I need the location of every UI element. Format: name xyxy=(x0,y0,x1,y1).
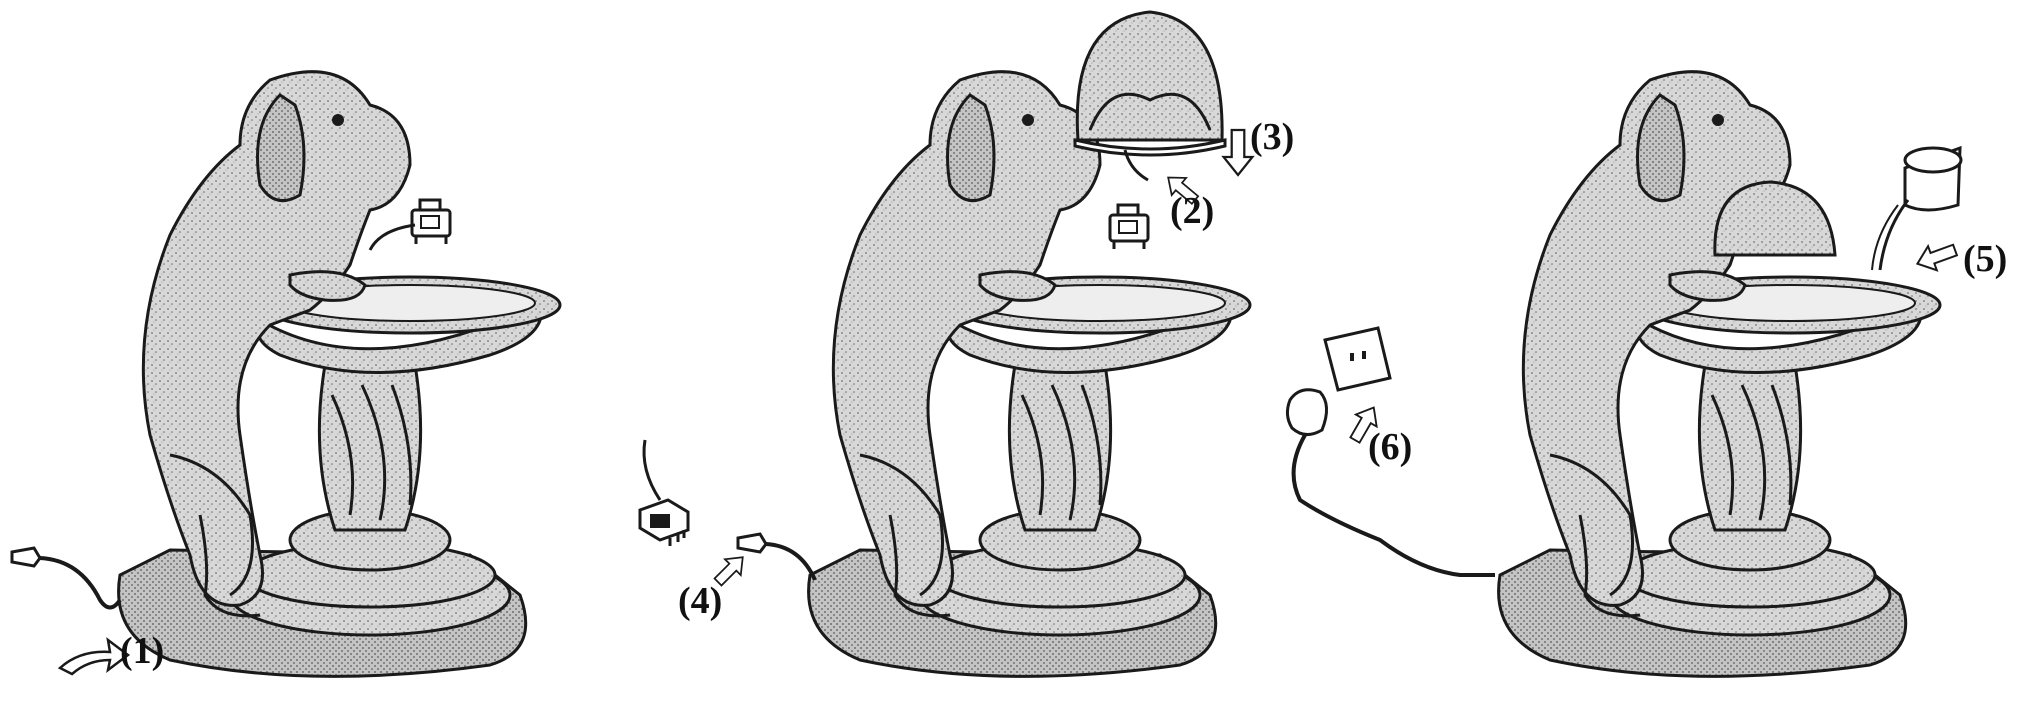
panel-1-pump xyxy=(410,198,452,246)
step-1-label: (1) xyxy=(120,630,165,672)
panel-3-wall-socket xyxy=(1323,326,1392,392)
panel-1-power-plug xyxy=(10,546,42,568)
panel-1-curved-arrow-icon xyxy=(57,637,131,676)
panel-2-pump xyxy=(1108,203,1150,251)
panel-2-dome-cover xyxy=(1073,10,1227,182)
panel-3-cord xyxy=(1291,434,1495,577)
panel-3-dome-cover xyxy=(1713,180,1837,257)
panel-2-transformer-cord xyxy=(642,439,662,501)
panel-2-cord xyxy=(765,542,817,581)
step-4-label: (4) xyxy=(678,580,723,622)
step-5-label: (5) xyxy=(1963,238,2008,280)
panel-3-arrow-5-icon xyxy=(1912,236,1961,277)
step-3-label: (3) xyxy=(1250,116,1295,158)
panel-2-arrow-3-icon xyxy=(1222,128,1254,177)
step-6-label: (6) xyxy=(1368,426,1413,468)
step-2-label: (2) xyxy=(1170,190,1215,232)
panel-3-power-plug xyxy=(1285,388,1328,436)
panel-3-fountain xyxy=(1497,70,1942,678)
panel-2-transformer xyxy=(638,498,690,546)
panel-3-water-jug xyxy=(1871,145,1963,271)
panel-1-pump-cord xyxy=(368,223,416,251)
panel-2-power-plug xyxy=(736,532,768,554)
panel-2-fountain xyxy=(807,70,1252,678)
panel-1-cord xyxy=(39,556,122,610)
panel-1-fountain xyxy=(117,70,562,678)
